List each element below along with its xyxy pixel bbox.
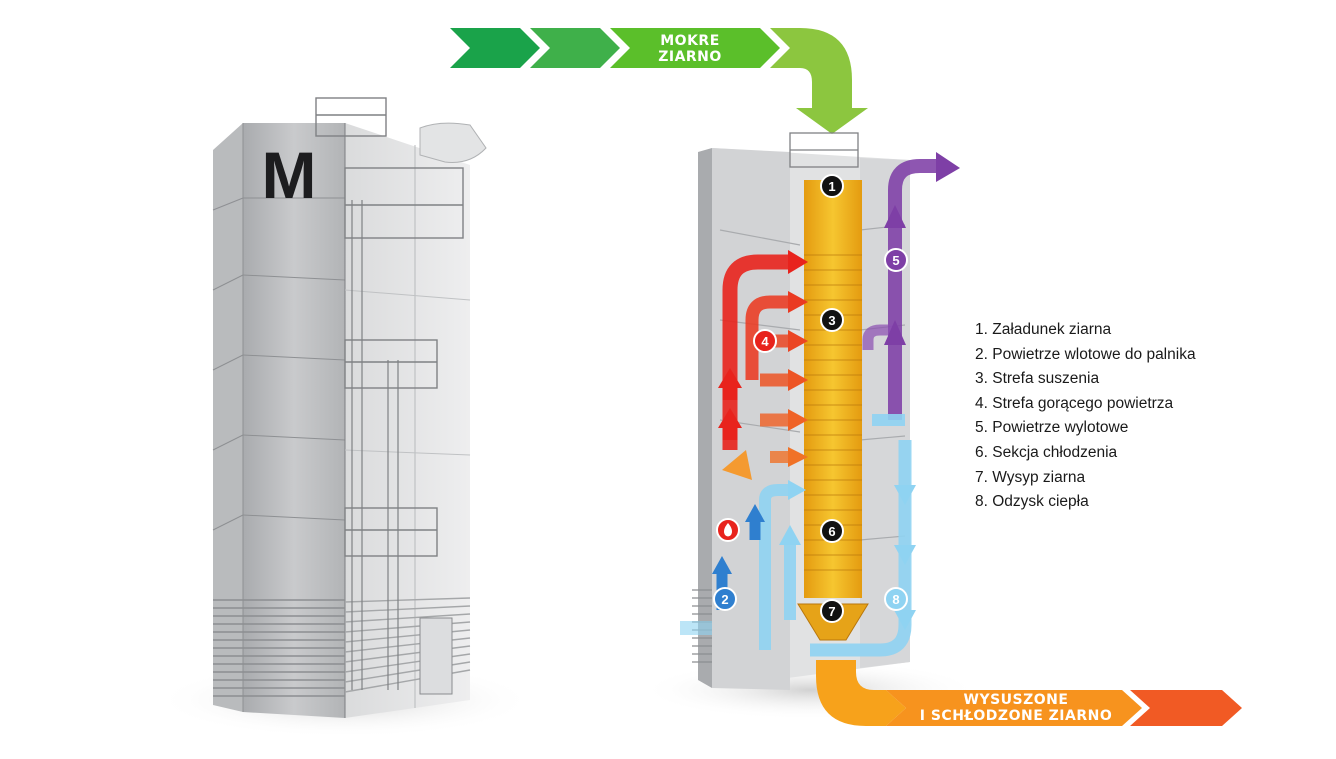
wet-grain-input-banner: MOKRE ZIARNO: [450, 28, 868, 134]
marker-7: 7: [820, 599, 844, 623]
marker-8: 8: [884, 587, 908, 611]
svg-text:3: 3: [828, 313, 835, 328]
svg-text:7: 7: [828, 604, 835, 619]
marker-4: 4: [753, 329, 777, 353]
svg-text:2: 2: [721, 592, 728, 607]
input-banner-line2: ZIARNO: [658, 49, 722, 65]
tower-logo: M: [262, 138, 317, 212]
dryer-tower-exterior: M: [155, 97, 535, 738]
marker-3: 3: [820, 308, 844, 332]
tower-ladder: [351, 200, 399, 690]
tower-door: [419, 617, 453, 695]
burner-flame-icon: [716, 518, 740, 542]
hot-air-arrows: [718, 250, 808, 480]
markers: 1 2 3 4 5 6 7 8: [713, 174, 908, 623]
legend-item-1: 1. Załadunek ziarna: [975, 321, 1112, 338]
output-banner-line2: I SCHŁODZONE ZIARNO: [920, 708, 1112, 724]
svg-text:4: 4: [761, 334, 769, 349]
exhaust-air-arrows: [862, 152, 960, 420]
output-banner-line1: WYSUSZONE: [964, 692, 1069, 708]
legend-item-3: 3. Strefa suszenia: [975, 370, 1100, 388]
dried-grain-output-banner: WYSUSZONE I SCHŁODZONE ZIARNO: [816, 660, 1242, 726]
legend-item-5: 5. Powietrze wylotowe: [975, 419, 1129, 437]
legend-item-6: 6. Sekcja chłodzenia: [975, 443, 1118, 461]
legend-item-4: 4. Strefa gorącego powietrza: [975, 394, 1174, 412]
legend-item-8: 8. Odzysk ciepła: [975, 493, 1089, 511]
svg-text:1: 1: [828, 179, 835, 194]
cooling-air-arrows: [680, 414, 916, 657]
legend: 1. Załadunek ziarna 2. Powietrze wlotowe…: [975, 318, 1196, 515]
legend-item-2: 2. Powietrze wlotowe do palnika: [975, 345, 1196, 363]
marker-1: 1: [820, 174, 844, 198]
svg-text:5: 5: [892, 253, 899, 268]
tower-louvres: [213, 597, 471, 697]
marker-5: 5: [884, 248, 908, 272]
svg-text:6: 6: [828, 524, 835, 539]
legend-item-7: 7. Wysyp ziarna: [975, 468, 1086, 486]
svg-text:8: 8: [892, 592, 899, 607]
input-banner-line1: MOKRE: [660, 33, 720, 49]
marker-6: 6: [820, 519, 844, 543]
tower-platforms: [315, 97, 464, 557]
marker-2: 2: [713, 587, 737, 611]
